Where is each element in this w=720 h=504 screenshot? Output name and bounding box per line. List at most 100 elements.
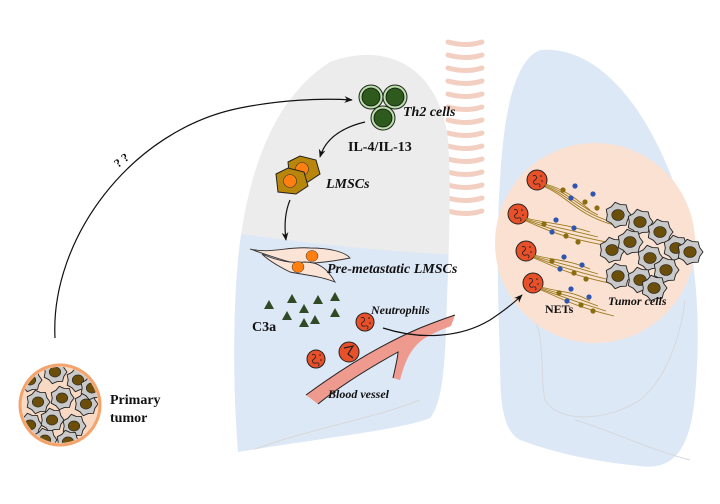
neutrophil-nucleus — [532, 175, 541, 188]
primary-tumor — [18, 363, 102, 447]
premetastatic-lmsc-cell — [261, 253, 337, 283]
trachea-ring — [445, 52, 485, 60]
trachea-ring — [445, 65, 485, 73]
trachea-ring — [445, 91, 485, 99]
trachea-ring — [445, 117, 485, 125]
trachea-ring — [445, 156, 485, 164]
neutrophil — [515, 240, 537, 262]
trachea-ring — [445, 143, 485, 151]
premetastatic-lmsc-cell — [249, 247, 351, 264]
neutrophil — [306, 349, 326, 369]
neutrophil-body — [515, 240, 537, 262]
neutrophil-granule — [521, 209, 523, 211]
right-lung-lobe-edge-2 — [574, 419, 691, 461]
trachea-ring — [445, 104, 485, 112]
net-fiber — [525, 219, 607, 243]
net-fiber — [540, 287, 599, 307]
th2-cell — [370, 105, 396, 131]
lmsc-nucleus — [283, 174, 297, 188]
net-dot — [568, 195, 574, 201]
neutrophil-granule — [522, 214, 524, 216]
il4-il13-label: IL-4/IL-13 — [348, 140, 412, 155]
neutrophil-granule — [537, 283, 539, 285]
c3a-triangle — [287, 294, 297, 303]
blood-vessel-outline — [305, 314, 456, 396]
net-dot — [549, 258, 555, 264]
neutrophil — [507, 203, 529, 225]
nets-group — [507, 169, 615, 317]
tumor-cell-nucleus — [611, 209, 625, 221]
lmsc-cell — [275, 167, 309, 195]
tumor-cell-nucleus — [79, 398, 93, 410]
th2-cell-nucleus — [361, 87, 381, 107]
trachea-ring — [445, 130, 485, 138]
arrow-primary-to-th2 — [54, 96, 353, 339]
tumor-cell — [43, 367, 68, 385]
net-dot — [563, 233, 569, 239]
net-dot — [575, 239, 581, 245]
neutrophil — [526, 169, 548, 191]
tumor-cell — [605, 262, 632, 290]
net-dot — [586, 294, 592, 300]
blood-vessel-label: Blood vessel — [327, 387, 390, 401]
net-dot — [583, 276, 589, 282]
neutrophil-granule — [369, 322, 371, 324]
tumor-cell — [40, 407, 65, 433]
net-dot — [556, 290, 562, 296]
tumor-cell-nucleus — [611, 270, 625, 282]
lmscs-cluster — [275, 155, 321, 195]
net-dot — [568, 286, 574, 292]
left-lung — [234, 54, 450, 452]
tumor-cell-nucleus — [633, 216, 647, 228]
tumor-cell — [647, 218, 674, 246]
c3a-triangle — [282, 311, 292, 320]
primary-tumor-cells — [22, 367, 98, 443]
premetastatic-lmsc-nucleus — [305, 250, 319, 262]
net-fiber — [533, 257, 615, 285]
net-dot — [561, 254, 567, 260]
net-fiber — [525, 217, 591, 233]
primary-tumor-label-line1: Primary — [110, 393, 161, 408]
tumor-cell — [627, 208, 654, 236]
blood-vessel-outline-2 — [317, 351, 399, 405]
tumor-cell — [50, 385, 75, 411]
c3a-triangle — [330, 292, 340, 301]
tumor-cell-nucleus — [55, 392, 69, 404]
arrow-th2-to-lmscs — [318, 121, 366, 158]
left-lung-lobe-edge — [239, 399, 421, 452]
tumor-cell-nucleus — [67, 420, 81, 432]
net-fiber — [544, 186, 615, 226]
neutrophils-label: Neutrophils — [370, 303, 430, 317]
net-dot — [571, 270, 577, 276]
neutrophil-granule — [319, 354, 321, 356]
neutrophil-body — [522, 272, 544, 294]
premetastatic-lmscs-label: Pre-metastatic LMSCs — [327, 262, 458, 277]
tumor-cell-nucleus — [31, 396, 45, 408]
arrow-neutrophils-to-niche — [382, 294, 523, 337]
trachea-ring — [445, 169, 485, 177]
tumor-cell — [605, 201, 632, 229]
net-dot — [579, 262, 585, 268]
c3a-triangle — [299, 318, 309, 327]
neutrophil — [338, 341, 360, 363]
net-dot — [557, 266, 563, 272]
neutrophil-nucleus — [311, 354, 320, 367]
net-dot — [582, 199, 588, 205]
tumor-cell-nucleus — [623, 236, 637, 248]
trachea-ring — [445, 182, 485, 190]
tumor-cell — [26, 389, 51, 415]
right-lung-lobe-edge — [534, 299, 686, 418]
neutrophil-nucleus — [360, 317, 369, 330]
tumor-cell-nucleus — [653, 226, 667, 238]
net-dot — [590, 308, 596, 314]
net-dot — [553, 217, 559, 223]
th2-cells-label: Th2 cells — [403, 105, 456, 120]
th2-cell-nucleus — [385, 87, 405, 107]
tumor-cell — [617, 228, 644, 256]
tumor-cell-nucleus — [659, 264, 673, 276]
neutrophils-group — [306, 312, 375, 369]
tumor-cells-cluster — [599, 201, 704, 302]
net-dot — [571, 225, 577, 231]
neutrophil-nucleus — [528, 278, 537, 291]
c3a-triangle — [310, 315, 320, 324]
